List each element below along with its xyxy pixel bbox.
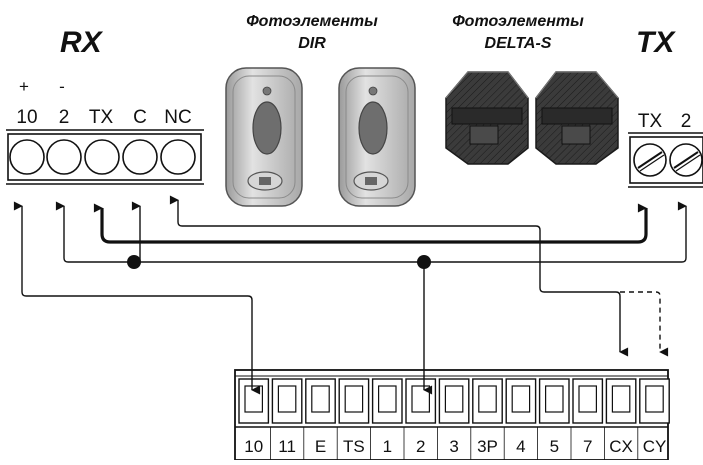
wire-10-to-board xyxy=(13,201,261,395)
rx-polarity-plus: + xyxy=(19,77,29,96)
board-terminal-cy: CY xyxy=(637,378,670,460)
delta-caption-line1: Фотоэлементы xyxy=(452,13,584,30)
board-terminal-cx: CX xyxy=(604,378,637,460)
rx-screw-tx xyxy=(84,139,120,175)
tx-title: TX xyxy=(636,26,676,59)
rx-screw-nc xyxy=(160,139,196,175)
wire-cy-dashed xyxy=(620,291,669,357)
photocell-delta-caption: Фотоэлементы DELTA-S xyxy=(452,13,584,52)
board-terminal-label: 10 xyxy=(244,437,263,456)
board-terminal-3: 3 xyxy=(436,378,470,460)
board-terminal-4: 4 xyxy=(503,378,537,460)
board-terminal-label: TS xyxy=(343,437,365,456)
tx-screw-2 xyxy=(669,143,703,177)
tx-terminal-label-2: 2 xyxy=(681,111,692,132)
rx-terminal-label-nc: NC xyxy=(164,107,191,128)
board-terminal-5: 5 xyxy=(537,378,570,460)
rx-title: RX xyxy=(60,26,104,59)
rx-terminal-block: + - 10 2 TX C NC xyxy=(6,77,204,185)
tx-screw-tx xyxy=(633,143,667,177)
board-terminal-label: 1 xyxy=(383,437,392,456)
control-board-strip: 10 11 E TS 1 2 3 3P 4 5 7 CX CY xyxy=(234,369,670,461)
board-terminal-1: 1 xyxy=(370,378,403,460)
dir-caption-line1: Фотоэлементы xyxy=(246,13,378,30)
board-terminal-3p: 3P xyxy=(470,378,503,460)
board-terminal-label: 5 xyxy=(550,437,559,456)
board-terminal-label: 2 xyxy=(416,437,425,456)
board-terminal-label: 11 xyxy=(278,437,296,456)
board-terminal-ts: TS xyxy=(336,378,370,460)
photocell-dir-left xyxy=(225,67,303,207)
photocell-dir-caption: Фотоэлементы DIR xyxy=(246,13,378,52)
photocell-delta-right xyxy=(535,71,619,165)
rx-terminal-label-tx: TX xyxy=(89,107,114,128)
junction-dot-left xyxy=(127,255,141,269)
board-terminal-label: 4 xyxy=(516,437,525,456)
tx-terminal-label-tx: TX xyxy=(638,111,663,132)
rx-screw-2 xyxy=(46,139,82,175)
wire-tx-common xyxy=(93,203,648,244)
board-terminal-e: E xyxy=(303,378,336,460)
rx-screw-c xyxy=(122,139,158,175)
board-terminal-label: CY xyxy=(643,437,667,456)
board-terminal-11: 11 xyxy=(269,378,303,460)
dir-caption-line2: DIR xyxy=(298,35,326,52)
board-terminal-7: 7 xyxy=(570,378,604,460)
rx-terminal-label-c: C xyxy=(133,107,147,128)
board-terminal-label: CX xyxy=(609,437,633,456)
photocell-dir-right xyxy=(338,67,416,207)
rx-polarity-minus: - xyxy=(59,77,65,96)
delta-caption-line2: DELTA-S xyxy=(485,35,552,52)
rx-terminal-label-10: 10 xyxy=(16,107,37,128)
wire-2-common xyxy=(55,201,687,263)
rx-terminal-label-2: 2 xyxy=(59,107,70,128)
board-terminal-label: 3 xyxy=(449,437,458,456)
wire-nc-to-cx xyxy=(169,195,629,357)
board-terminal-label: 7 xyxy=(583,437,592,456)
board-terminal-label: E xyxy=(315,437,326,456)
photocell-delta-left xyxy=(445,71,529,165)
junction-dot-right xyxy=(417,255,431,269)
board-terminal-label: 3P xyxy=(477,437,498,456)
tx-terminal-block: TX 2 xyxy=(628,111,703,188)
rx-screw-10 xyxy=(9,139,45,175)
